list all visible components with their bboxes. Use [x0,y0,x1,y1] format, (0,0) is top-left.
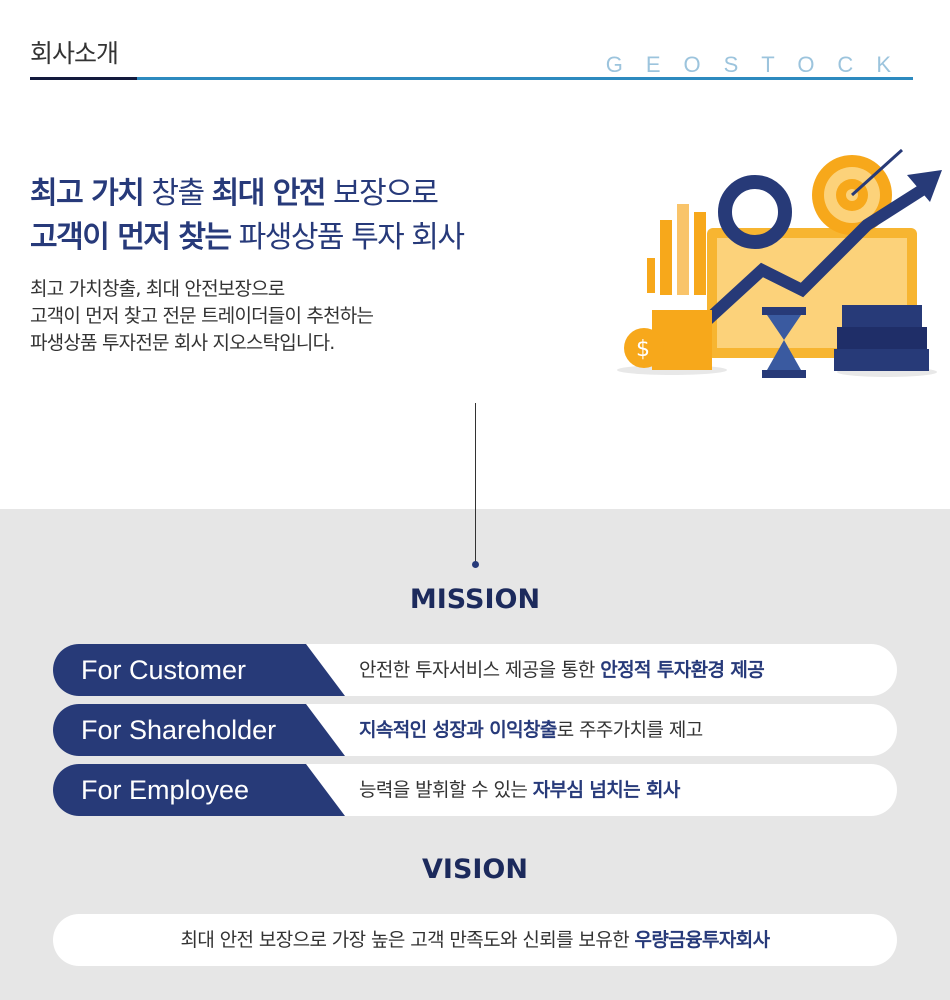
vision-text: 최대 안전 보장으로 가장 높은 고객 만족도와 신뢰를 보유한 우량금융투자회… [53,914,897,966]
mission-label: For Customer [81,655,247,685]
mission-label-bg [53,704,345,756]
highlight-text: 지속적인 성장과 이익창출 [359,719,557,741]
hero-headline: 최고 가치 창출 최대 안전 보장으로 고객이 먼저 찾는 파생상품 투자 회사 [30,172,465,260]
description-line: 고객이 먼저 찾고 전문 트레이더들이 추천하는 [30,305,374,327]
highlight-text: 우량금융투자회사 [634,929,771,951]
investment-illustration: $ [617,148,942,378]
mission-item-customer: For Customer 안전한 투자서비스 제공을 통한 안정적 투자환경 제… [53,644,897,696]
highlight-text: 최대 안전 [211,176,327,211]
text-segment: 최대 안전 보장으로 가장 높은 고객 만족도와 신뢰를 보유한 [180,929,635,951]
mission-text: 능력을 발휘할 수 있는 자부심 넘치는 회사 [359,764,680,816]
mission-label-bg [53,644,345,696]
text-segment: 파생상품 투자 회사 [230,220,465,255]
connector-line [475,403,476,563]
highlight-text: 최고 가치 [30,176,145,211]
vision-title: VISION [422,854,528,885]
text-segment: 안전한 투자서비스 제공을 통한 [359,659,601,681]
mission-text: 지속적인 성장과 이익창출로 주주가치를 제고 [359,704,703,756]
svg-text:$: $ [636,337,650,362]
mission-label-bg [53,764,345,816]
title-underline [30,77,137,80]
hero-description: 최고 가치창출, 최대 안전보장으로 고객이 먼저 찾고 전문 트레이더들이 추… [30,276,374,357]
connector-dot [472,561,479,568]
mission-item-employee: For Employee 능력을 발휘할 수 있는 자부심 넘치는 회사 [53,764,897,816]
text-segment: 창출 [143,176,212,211]
text-segment: 능력을 발휘할 수 있는 [359,779,533,801]
mission-text: 안전한 투자서비스 제공을 통한 안정적 투자환경 제공 [359,644,765,696]
mission-label: For Shareholder [81,715,277,745]
highlight-text: 고객이 먼저 찾는 [30,220,232,255]
mission-item-shareholder: For Shareholder 지속적인 성장과 이익창출로 주주가치를 제고 [53,704,897,756]
text-segment: 로 주주가치를 제고 [556,719,704,741]
description-line: 최고 가치창출, 최대 안전보장으로 [30,278,285,300]
brand-logo: GEOSTOCK [605,52,914,77]
headline-line: 고객이 먼저 찾는 파생상품 투자 회사 [30,216,465,260]
mission-title: MISSION [409,584,541,615]
highlight-text: 안정적 투자환경 제공 [600,659,765,681]
headline-line: 최고 가치 창출 최대 안전 보장으로 [30,172,464,216]
highlight-text: 자부심 넘치는 회사 [532,779,681,801]
header-divider [137,77,913,80]
mission-label: For Employee [81,775,250,805]
text-segment: 보장으로 [325,176,439,211]
page-title: 회사소개 [30,39,119,68]
description-line: 파생상품 투자전문 회사 지오스탁입니다. [30,332,335,354]
